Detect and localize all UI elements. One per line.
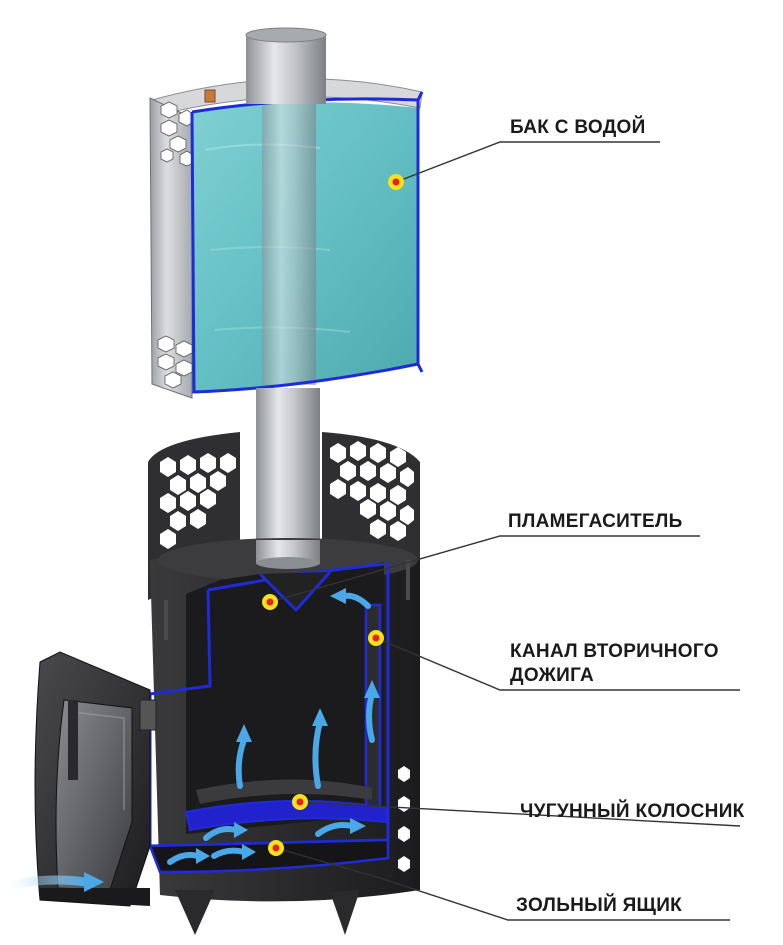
stove-body xyxy=(148,432,420,935)
hexagon-cutout-icon xyxy=(160,101,194,167)
airflow-arrow-icon xyxy=(203,826,239,841)
ash-box-shape xyxy=(148,838,390,874)
marker-dot-icon xyxy=(388,174,404,190)
label-flame-arrester: ПЛАМЕГАСИТЕЛЬ xyxy=(508,511,683,532)
label-tank: БАК С ВОДОЙ xyxy=(510,117,646,138)
marker-dot-icon xyxy=(368,630,384,646)
marker-dot-icon xyxy=(262,594,278,610)
airflow-arrow-icon xyxy=(167,851,201,865)
label-afterburn-line1: КАНАЛ ВТОРИЧНОГО xyxy=(510,641,719,662)
leader-lines xyxy=(269,141,741,921)
airflow-arrow-icon xyxy=(0,875,91,893)
markers xyxy=(262,174,404,856)
water-tank xyxy=(149,78,424,399)
flame-arrester-shape xyxy=(258,570,332,613)
stove-door xyxy=(34,651,157,907)
label-ash-box: ЗОЛЬНЫЙ ЯЩИК xyxy=(516,895,683,916)
marker-dot-icon xyxy=(268,840,284,856)
airflow-arrow-icon xyxy=(84,872,104,892)
airflow-arrow-icon xyxy=(315,822,355,837)
airflow-arrow-icon xyxy=(312,719,323,789)
hexagon-cutout-icon xyxy=(157,335,193,389)
grate-shape xyxy=(184,799,387,832)
airflow-arrows xyxy=(0,588,380,893)
hexagon-cutout-icon xyxy=(160,441,414,549)
marker-dot-icon xyxy=(292,794,308,810)
airflow-arrow-icon xyxy=(235,737,247,789)
label-grate: ЧУГУННЫЙ КОЛОСНИК xyxy=(520,801,745,822)
airflow-arrow-icon xyxy=(366,691,375,743)
label-afterburn-line2: ДОЖИГА xyxy=(510,665,594,686)
airflow-arrow-icon xyxy=(341,592,371,609)
airflow-arrow-icon xyxy=(211,847,247,859)
